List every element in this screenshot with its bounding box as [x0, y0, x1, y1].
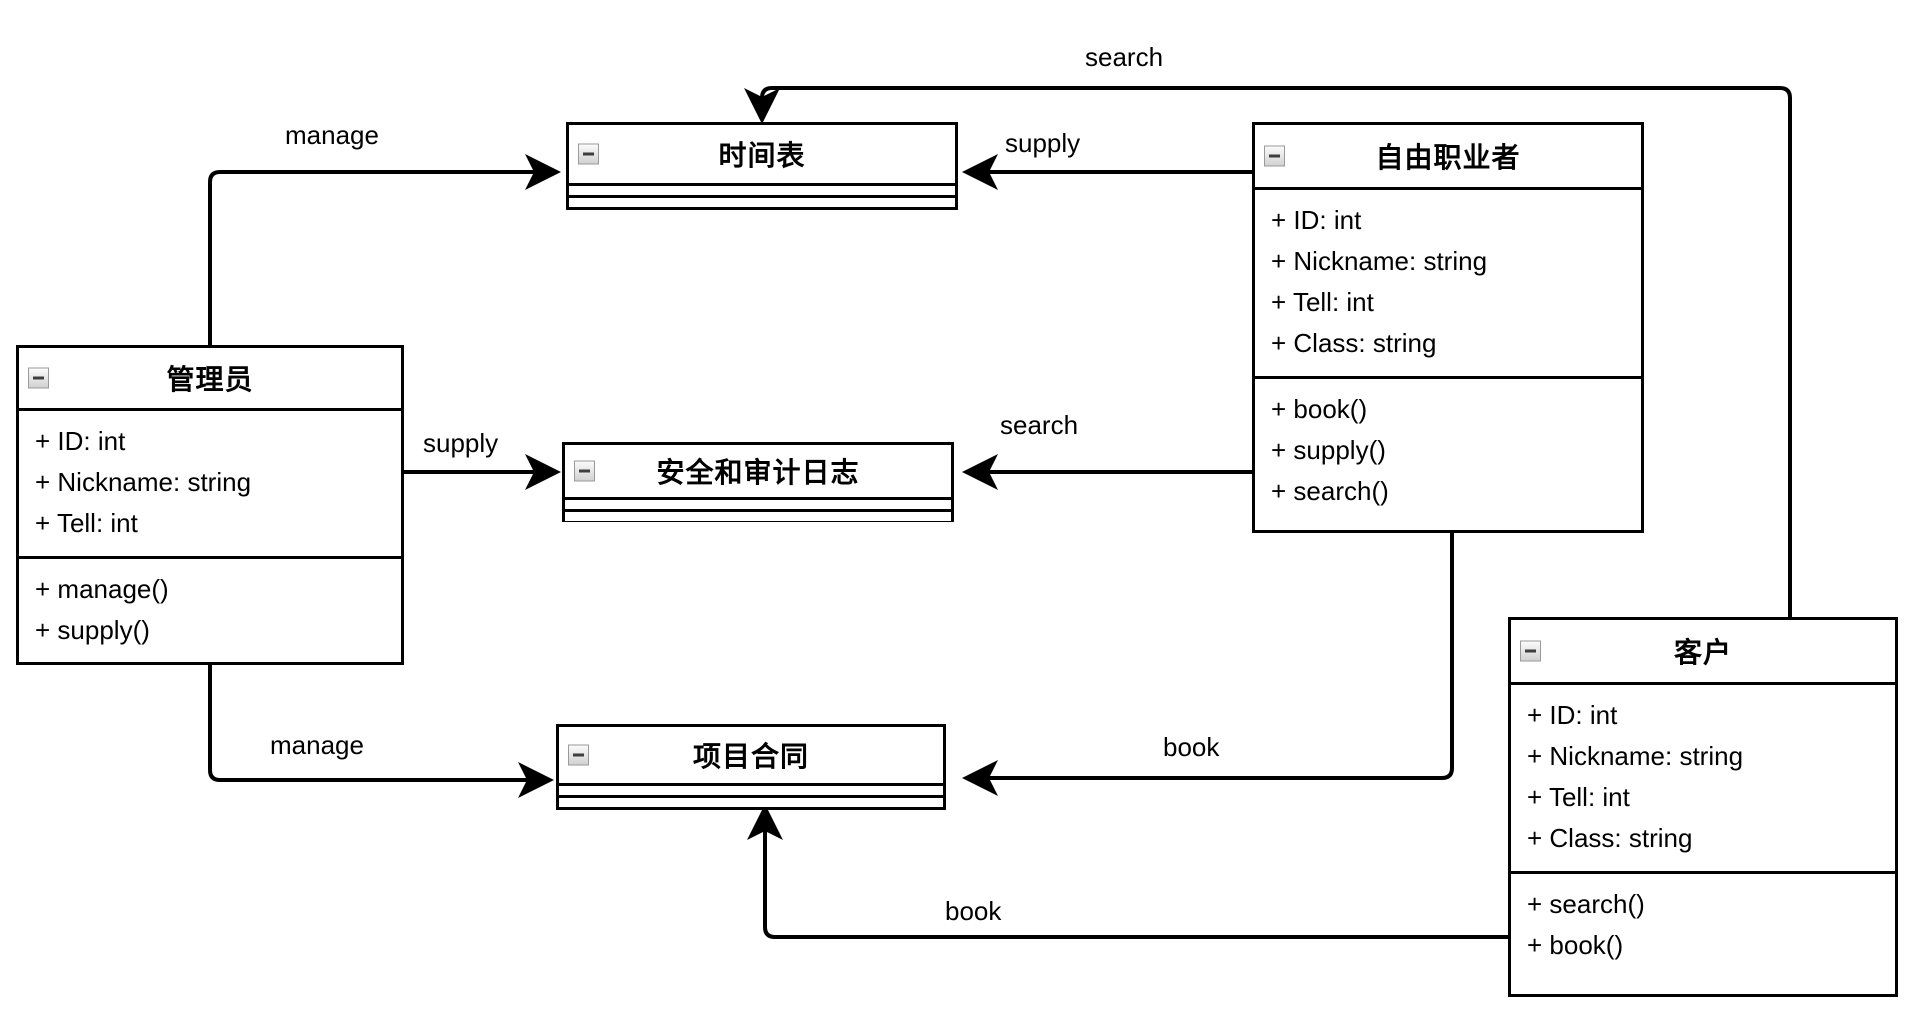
class-header-contract: 项目合同 — [559, 727, 943, 783]
edge-label-supply-top: supply — [1000, 128, 1086, 159]
class-methods-customer: + search() + book() — [1511, 874, 1895, 978]
method-row: + search() — [1527, 889, 1645, 919]
class-box-contract[interactable]: 项目合同 — [556, 724, 946, 810]
collapse-minus-icon[interactable] — [574, 460, 595, 482]
class-divider — [569, 183, 955, 186]
class-divider — [565, 509, 951, 512]
class-divider — [1255, 187, 1641, 190]
edge-label-supply-mid: supply — [418, 428, 504, 459]
edge-book-mid — [962, 533, 1454, 796]
class-header-administrator: 管理员 — [19, 348, 401, 408]
class-title-timetable: 时间表 — [718, 140, 806, 171]
class-box-timetable[interactable]: 时间表 — [566, 122, 958, 210]
edge-label-book-bottom: book — [940, 896, 1007, 927]
attribute-row: + Class: string — [1271, 328, 1437, 358]
collapse-minus-icon[interactable] — [1520, 640, 1541, 662]
class-box-administrator[interactable]: 管理员 + ID: int + Nickname: string + Tell:… — [16, 345, 404, 665]
class-divider — [559, 795, 943, 798]
class-methods-freelancer: + book() + supply() + search() — [1255, 379, 1641, 524]
class-divider — [565, 497, 951, 500]
method-row: + book() — [1527, 930, 1624, 960]
class-divider — [19, 556, 401, 559]
class-box-auditlog[interactable]: 安全和审计日志 — [562, 442, 954, 522]
class-divider — [1255, 376, 1641, 379]
attribute-row: + Tell: int — [35, 508, 138, 538]
edge-label-manage-bottom: manage — [265, 730, 369, 761]
attribute-row: + Nickname: string — [35, 467, 252, 497]
class-header-customer: 客户 — [1511, 620, 1895, 682]
collapse-minus-icon[interactable] — [1264, 145, 1285, 167]
class-box-freelancer[interactable]: 自由职业者 + ID: int + Nickname: string + Tel… — [1252, 122, 1644, 533]
class-methods-empty — [565, 512, 951, 521]
edge-search-top — [744, 86, 1792, 617]
method-row: + book() — [1271, 394, 1368, 424]
method-row: + supply() — [35, 615, 150, 645]
attribute-row: + Nickname: string — [1271, 246, 1488, 276]
edge-manage-bottom — [208, 665, 554, 798]
class-title-customer: 客户 — [1673, 637, 1732, 668]
class-methods-administrator: + manage() + supply() — [19, 559, 401, 663]
attribute-row: + Nickname: string — [1527, 741, 1744, 771]
class-header-timetable: 时间表 — [569, 125, 955, 183]
collapse-minus-icon[interactable] — [578, 143, 599, 165]
edge-label-book-mid: book — [1158, 732, 1225, 763]
edge-book-bottom — [747, 804, 1508, 939]
class-title-administrator: 管理员 — [166, 364, 254, 395]
class-header-auditlog: 安全和审计日志 — [565, 445, 951, 497]
attribute-row: + Class: string — [1527, 823, 1693, 853]
class-attributes-empty — [569, 186, 955, 195]
class-divider — [1511, 682, 1895, 685]
class-attributes-customer: + ID: int + Nickname: string + Tell: int… — [1511, 685, 1895, 871]
class-divider — [569, 195, 955, 198]
class-title-auditlog: 安全和审计日志 — [656, 457, 860, 488]
class-header-freelancer: 自由职业者 — [1255, 125, 1641, 187]
class-divider — [19, 408, 401, 411]
attribute-row: + ID: int — [35, 426, 126, 456]
class-attributes-administrator: + ID: int + Nickname: string + Tell: int — [19, 411, 401, 556]
class-divider — [559, 783, 943, 786]
collapse-minus-icon[interactable] — [568, 744, 589, 766]
class-title-freelancer: 自由职业者 — [1375, 142, 1521, 173]
edge-label-search-top: search — [1080, 42, 1169, 73]
edge-manage-top — [208, 154, 561, 345]
class-attributes-empty — [559, 786, 943, 795]
class-title-contract: 项目合同 — [692, 741, 809, 772]
attribute-row: + ID: int — [1527, 700, 1618, 730]
attribute-row: + Tell: int — [1527, 782, 1630, 812]
class-divider — [1511, 871, 1895, 874]
attribute-row: + ID: int — [1271, 205, 1362, 235]
class-methods-empty — [559, 798, 943, 807]
attribute-row: + Tell: int — [1271, 287, 1374, 317]
method-row: + supply() — [1271, 435, 1386, 465]
edge-label-search-mid: search — [995, 410, 1084, 441]
class-box-customer[interactable]: 客户 + ID: int + Nickname: string + Tell: … — [1508, 617, 1898, 997]
class-attributes-freelancer: + ID: int + Nickname: string + Tell: int… — [1255, 190, 1641, 376]
method-row: + manage() — [35, 574, 169, 604]
collapse-minus-icon[interactable] — [28, 367, 49, 389]
class-methods-empty — [569, 198, 955, 207]
edge-label-manage-top: manage — [280, 120, 384, 151]
method-row: + search() — [1271, 476, 1389, 506]
class-attributes-empty — [565, 500, 951, 509]
